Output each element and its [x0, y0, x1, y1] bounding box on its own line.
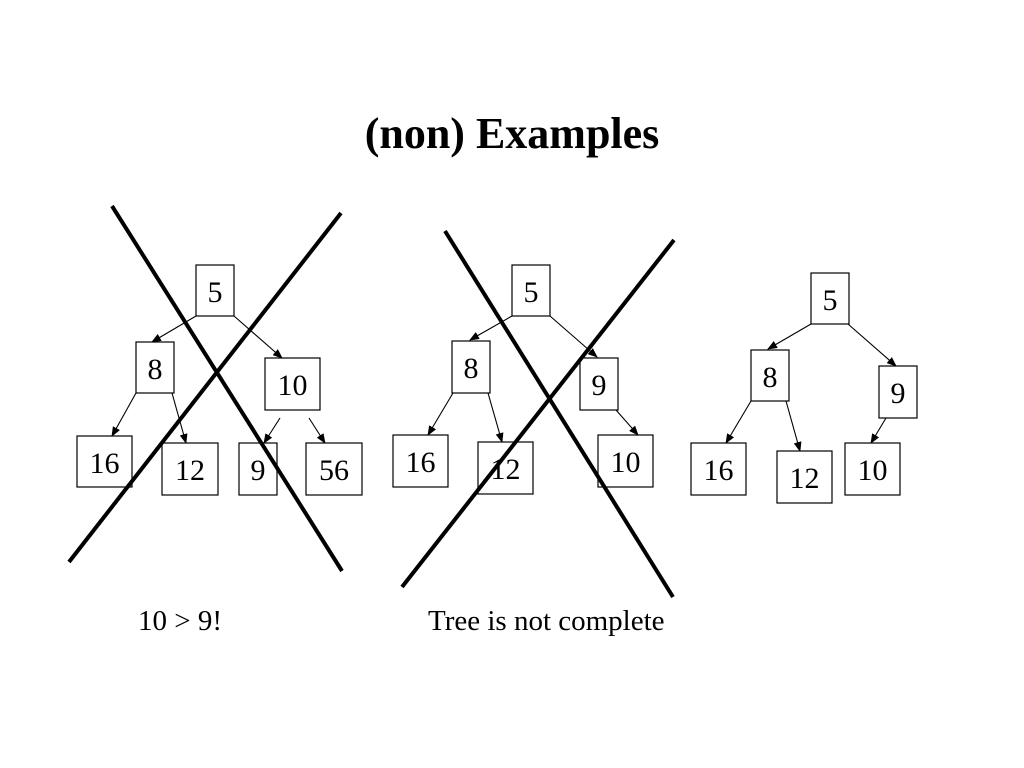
- tree-3-node: 10: [844, 442, 901, 496]
- tree-3-node-label: 10: [858, 454, 888, 487]
- tree-2-cross-line: [400, 238, 676, 589]
- tree-2-edge-9-10: [615, 409, 639, 436]
- tree-2-cross-line: [443, 229, 675, 599]
- tree-3-node-label: 16: [704, 454, 734, 487]
- tree-3-node-label: 5: [823, 284, 838, 317]
- tree-1-caption: 10 > 9!: [138, 605, 223, 637]
- tree-2-node: 10: [597, 434, 654, 488]
- tree-1-edge-5-10: [233, 315, 283, 359]
- tree-1-node: 56: [305, 442, 363, 496]
- slide-title: (non) Examples: [364, 109, 660, 158]
- tree-2-node: 8: [451, 340, 491, 394]
- tree-2-node-label: 10: [611, 446, 641, 479]
- tree-3-edge-8-12: [785, 400, 802, 452]
- tree-2-node: 16: [392, 434, 449, 488]
- tree-2-node-label: 8: [464, 352, 479, 385]
- tree-2-edge-8-12: [487, 392, 504, 443]
- tree-2-node: 9: [579, 357, 619, 411]
- tree-2-caption: Tree is not complete: [428, 605, 665, 637]
- tree-3-node: 16: [690, 442, 747, 496]
- tree-1: 5 8 10 16 12 9 56: [67, 204, 363, 573]
- tree-3: 5 8 9 16 12 10: [690, 272, 918, 504]
- tree-2-edge-5-9: [549, 315, 598, 358]
- tree-3-node-label: 8: [763, 361, 778, 394]
- tree-1-cross-line: [110, 204, 344, 573]
- tree-2-node: 12: [477, 441, 534, 495]
- tree-1-node: 12: [161, 442, 219, 496]
- tree-3-edge-9-10: [870, 417, 887, 444]
- tree-2-edge-8-16: [427, 392, 454, 436]
- tree-3-node: 8: [750, 349, 790, 402]
- tree-2-node-label: 16: [406, 446, 436, 479]
- tree-3-node: 12: [776, 450, 833, 504]
- tree-2-node: 5: [511, 264, 551, 317]
- tree-3-edge-5-9: [847, 323, 897, 367]
- tree-1-edge-10-9: [263, 417, 281, 444]
- tree-3-node-label: 12: [790, 462, 820, 495]
- tree-2-edge-5-8: [469, 315, 513, 341]
- tree-3-edge-8-16: [725, 400, 752, 444]
- tree-1-node-label: 5: [208, 276, 223, 309]
- tree-1-node: 16: [76, 435, 133, 488]
- tree-2: 5 8 9 16 12 10: [392, 229, 676, 599]
- tree-3-node-label: 9: [891, 377, 906, 410]
- tree-1-node-label: 12: [175, 454, 205, 487]
- tree-3-edge-5-8: [767, 323, 812, 350]
- tree-1-node-label: 16: [90, 447, 120, 480]
- tree-1-edge-8-16: [111, 392, 137, 437]
- tree-1-edge-5-8: [151, 315, 197, 343]
- tree-1-node: 10: [264, 357, 321, 411]
- tree-1-node: 5: [195, 264, 235, 317]
- tree-2-node-label: 5: [524, 276, 539, 309]
- tree-3-node: 9: [878, 365, 918, 419]
- tree-1-cross-line: [67, 211, 343, 564]
- tree-2-node-label: 9: [592, 369, 607, 402]
- tree-1-node-label: 9: [251, 454, 266, 487]
- tree-1-node: 8: [135, 341, 175, 394]
- tree-3-node: 5: [810, 272, 850, 325]
- tree-1-edge-10-56: [308, 417, 326, 444]
- tree-1-node-label: 56: [319, 454, 349, 487]
- tree-1-node-label: 10: [278, 369, 308, 402]
- tree-1-node-label: 8: [148, 353, 163, 386]
- tree-1-node: 9: [238, 442, 278, 496]
